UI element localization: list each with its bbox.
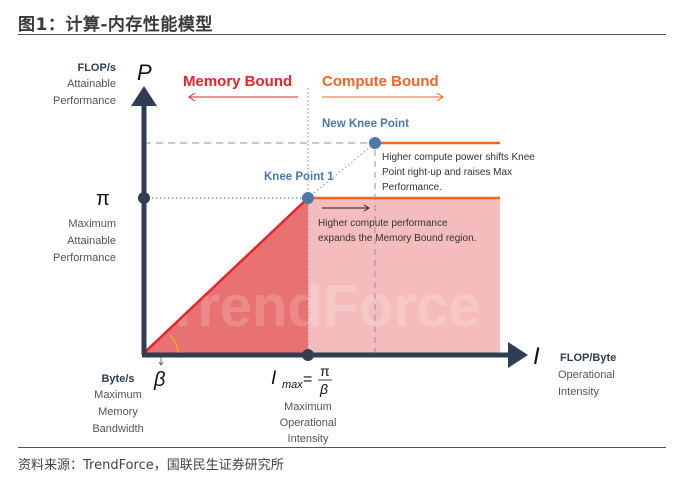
new-knee-note-1: Higher compute power shifts Knee	[382, 152, 535, 163]
pi-label-3: Performance	[53, 252, 116, 264]
x-label-1: Operational	[558, 369, 615, 381]
y-axis-arrow-icon	[131, 86, 157, 106]
y-label-2: Performance	[53, 95, 116, 107]
imax-formula: I max = π β	[271, 363, 332, 397]
imax-label-2: Operational	[280, 417, 337, 429]
right-arrow-icon	[436, 92, 444, 102]
imax-denominator: β	[319, 381, 328, 397]
x-unit: FLOP/Byte	[560, 352, 616, 364]
compute-bound-region	[308, 198, 500, 353]
y-symbol: P	[137, 60, 152, 85]
knee-1-note-2: expands the Memory Bound region.	[318, 233, 476, 244]
figure-title: 图1：计算-内存性能模型	[18, 15, 213, 35]
x-symbol: I	[533, 343, 540, 370]
y-unit: FLOP/s	[77, 62, 116, 74]
title-divider	[18, 34, 666, 35]
imax-equals: =	[303, 371, 312, 388]
y-label-1: Attainable	[67, 78, 116, 90]
new-knee-point	[369, 137, 381, 149]
knee-shift-line	[307, 142, 376, 199]
beta-label-3: Bandwidth	[92, 423, 143, 435]
watermark: TrendForce	[165, 274, 481, 339]
x-axis-arrow-icon	[508, 342, 528, 368]
beta-symbol: β	[153, 369, 165, 391]
imax-label-1: Maximum	[284, 401, 332, 413]
knee-1-label: Knee Point 1	[264, 171, 334, 183]
shift-arrow-icon	[363, 204, 370, 212]
beta-label-2: Memory	[98, 406, 138, 418]
pi-point	[138, 192, 150, 204]
slope-angle-arc	[169, 334, 179, 354]
x-label-2: Intensity	[558, 386, 599, 398]
imax-point	[302, 349, 314, 361]
pi-label-1: Maximum	[68, 218, 116, 230]
new-knee-note-2: Point right-up and raises Max	[382, 167, 512, 178]
beta-unit: Byte/s	[101, 373, 134, 385]
imax-label-3: Intensity	[288, 433, 329, 445]
pi-symbol: π	[96, 188, 110, 210]
knee-1-note-1: Higher compute performance	[318, 218, 448, 229]
imax-symbol: I	[271, 368, 277, 389]
memory-bound-label: Memory Bound	[183, 73, 292, 90]
pi-label-2: Attainable	[67, 235, 116, 247]
new-knee-label: New Knee Point	[322, 118, 409, 130]
source-note: 资料来源：TrendForce，国联民生证券研究所	[18, 458, 284, 473]
left-arrow-icon	[188, 92, 196, 102]
compute-bound-label: Compute Bound	[322, 73, 439, 90]
imax-numerator: π	[320, 363, 330, 379]
down-arrow-icon	[158, 361, 164, 366]
imax-subscript: max	[282, 379, 303, 391]
knee-point-1	[302, 192, 314, 204]
memory-roof-line	[143, 197, 309, 354]
beta-label-1: Maximum	[94, 389, 142, 401]
footer-divider	[18, 447, 666, 448]
new-knee-note-3: Performance.	[382, 182, 442, 193]
